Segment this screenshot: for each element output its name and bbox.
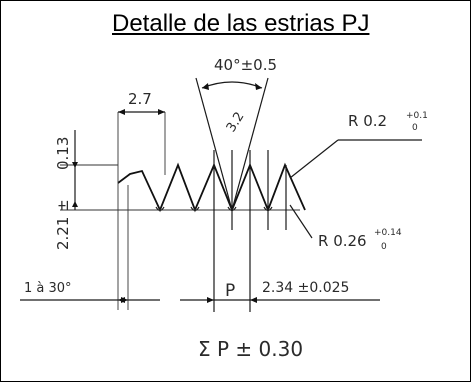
pitch-arrow-left [207, 297, 214, 303]
radius-bottom-tol-upper: +0.14 [374, 228, 402, 238]
chamfer-arrow-right [118, 297, 125, 303]
height-label: 2.21 ± [54, 199, 72, 250]
spline-tooth-profile [117, 162, 306, 213]
radius-bottom-leader [289, 204, 313, 239]
height-arrow-bottom [72, 201, 78, 207]
diagram-title: Detalle de las estrias PJ [112, 10, 370, 37]
chamfer-label: 1 à 30° [24, 281, 72, 296]
depth-label: 3.2 [224, 110, 248, 135]
pitch-value-label: 2.34 ±0.025 [262, 280, 349, 296]
radius-top-label: R 0.2 [348, 112, 387, 130]
width-arrow-right [158, 109, 165, 115]
angle-arc [201, 81, 263, 89]
sum-formula-label: Σ P ± 0.30 [198, 337, 303, 361]
angle-line-right [231, 77, 269, 211]
angle-arrow-left [202, 83, 209, 90]
pitch-arrow-right [250, 297, 257, 303]
width-label: 2.7 [128, 90, 152, 108]
angle-label: 40°±0.5 [214, 56, 277, 74]
radius-top-leader [289, 139, 339, 179]
radius-top-tol-upper: +0.1 [406, 111, 428, 121]
radius-bottom-label: R 0.26 [318, 232, 367, 250]
angle-line-left [195, 77, 233, 211]
radius-bottom-tol-lower: 0 [381, 242, 387, 252]
height-arrow-top [72, 162, 78, 168]
pitch-label: P [225, 281, 235, 301]
width-arrow-left [118, 109, 125, 115]
height-tolerance-label: 0.13 [54, 137, 72, 170]
angle-arrow-right [255, 83, 262, 90]
radius-top-tol-lower: 0 [412, 123, 418, 133]
tooth-root-arcs [155, 206, 273, 212]
